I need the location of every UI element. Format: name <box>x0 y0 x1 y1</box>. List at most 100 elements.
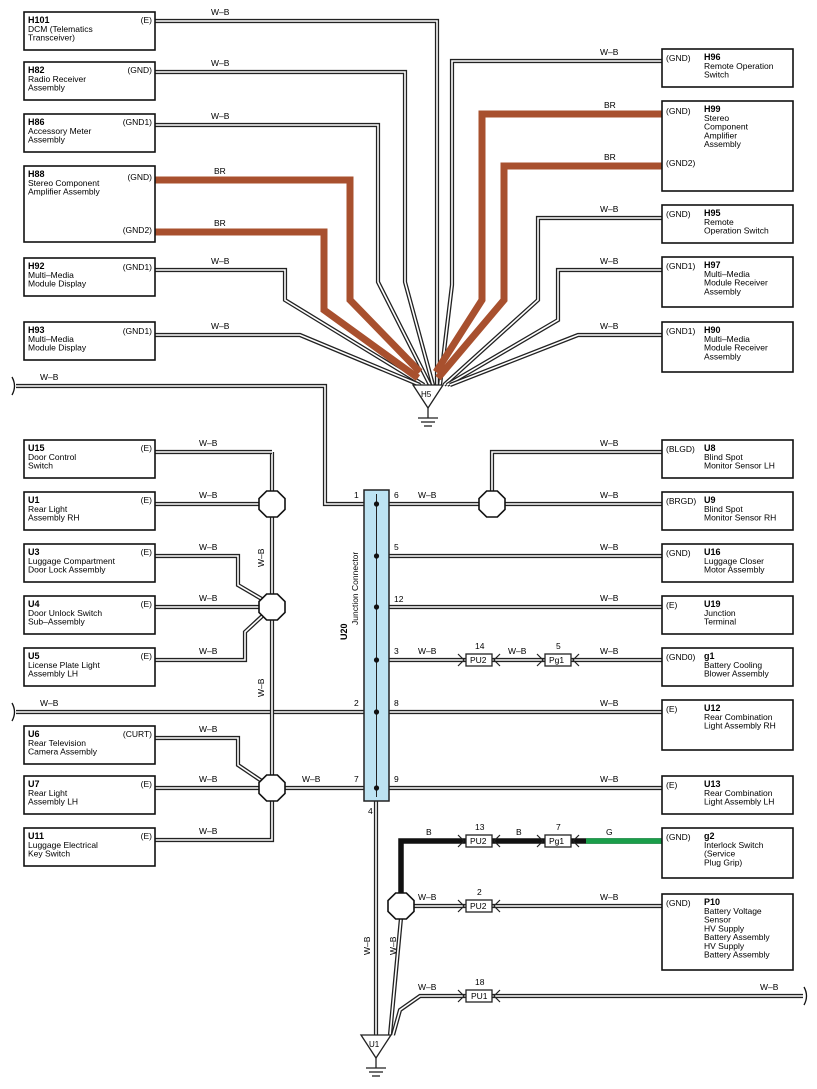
wire-h97 <box>445 267 662 387</box>
component-name-line: Blower Assembly <box>704 669 769 679</box>
component-name-line: Remote <box>704 217 734 227</box>
wire-label-wb: W–B <box>302 774 321 784</box>
wire-u5 <box>155 605 274 663</box>
component-name-line: Interlock Switch <box>704 840 764 850</box>
wire-labels: W–BW–BW–BW–BW–BW–BW–BW–BW–BW–BW–BW–BW–BW… <box>11 7 808 1006</box>
junction-dot <box>373 501 380 507</box>
component-code: U8 <box>704 443 716 453</box>
svg-text:2: 2 <box>477 887 482 897</box>
connector-pu2-14: PU2 14 <box>457 641 501 667</box>
component-code: P10 <box>704 897 720 907</box>
component-name-line: Module Display <box>28 343 87 353</box>
splice-u4 <box>258 593 286 621</box>
component-code: U9 <box>704 495 716 505</box>
wire-label-wb: W–B <box>211 58 230 68</box>
component-code: U19 <box>704 599 721 609</box>
junction-pin-9: 9 <box>394 774 399 784</box>
component-name-line: Assembly <box>704 139 742 149</box>
component-name-line: Assembly <box>28 83 66 93</box>
component-pin: (GND) <box>127 172 152 182</box>
wire-label-wb: W–B <box>40 372 59 382</box>
svg-text:PU2: PU2 <box>470 901 487 911</box>
component-code: H96 <box>704 52 721 62</box>
wire-h90 <box>449 332 662 387</box>
svg-text:Pg1: Pg1 <box>549 836 564 846</box>
component-name-line: Stereo <box>704 113 729 123</box>
component-code: H92 <box>28 261 45 271</box>
wire-br-h99-gnd <box>433 110 662 374</box>
component-name-line: Battery Assembly <box>704 932 770 942</box>
component-code: H99 <box>704 104 721 114</box>
wire-u3 <box>155 553 274 607</box>
component-name-line: Sensor <box>704 915 731 925</box>
svg-text:PU2: PU2 <box>470 836 487 846</box>
svg-text:PU1: PU1 <box>471 991 488 1001</box>
wire-label-wb: W–B <box>199 542 218 552</box>
component-name-line: Battery Voltage <box>704 906 762 916</box>
component-pin: (GND0) <box>666 652 695 662</box>
component-name-line: Door Unlock Switch <box>28 608 102 618</box>
component-code: U13 <box>704 779 721 789</box>
component-name-line: Assembly <box>704 286 742 296</box>
wire-label-b: B <box>516 827 522 837</box>
component-name-line: Multi–Media <box>704 334 750 344</box>
component-pin: (E) <box>141 779 153 789</box>
wb-wires <box>16 18 803 1036</box>
wire-h93 <box>155 332 421 387</box>
wire-label-wb: W–B <box>418 490 437 500</box>
component-name-line: Rear Combination <box>704 788 773 798</box>
splice-u9 <box>478 490 506 518</box>
component-name-line: DCM (Telematics <box>28 24 93 34</box>
wire-h82 <box>155 69 436 386</box>
wire-h95 <box>442 215 662 387</box>
junction-pin-2: 2 <box>354 698 359 708</box>
wire-h96 <box>437 58 662 386</box>
component-code: H101 <box>28 15 50 25</box>
component-code: H82 <box>28 65 45 75</box>
component-name-line: Module Receiver <box>704 278 768 288</box>
component-name-line: Multi–Media <box>704 269 750 279</box>
component-name-line: Assembly RH <box>28 513 79 523</box>
wire-label-wb: W–B <box>199 438 218 448</box>
component-code: U15 <box>28 443 45 453</box>
component-code: H90 <box>704 325 721 335</box>
wire-br-h88-gnd <box>155 176 423 375</box>
component-pin: (GND1) <box>123 117 152 127</box>
wire-h101 <box>155 18 440 385</box>
component-name-line: Amplifier Assembly <box>28 187 101 197</box>
junction-pin-1: 1 <box>354 490 359 500</box>
component-name-line: Luggage Compartment <box>28 556 116 566</box>
wire-br-h88-gnd2 <box>155 228 421 381</box>
component-pin: (E) <box>141 443 153 453</box>
component-code: H97 <box>704 260 721 270</box>
junction-pin-8: 8 <box>394 698 399 708</box>
component-pin: (E) <box>141 599 153 609</box>
component-code: g1 <box>704 651 715 661</box>
wire-break-mark <box>803 986 808 1006</box>
connector-pu1-18: PU1 18 <box>457 977 501 1003</box>
component-name-line: Luggage Electrical <box>28 840 98 850</box>
connector-pu2-2: PU2 2 <box>457 887 501 913</box>
component-pin: (GND) <box>666 898 691 908</box>
component-name-line: Motor Assembly <box>704 565 765 575</box>
wire-left-to-u20-1 <box>16 383 364 507</box>
junction-pin-6: 6 <box>394 490 399 500</box>
wire-h92 <box>155 267 426 387</box>
svg-text:Pg1: Pg1 <box>549 655 564 665</box>
junction-dot <box>373 553 380 559</box>
wire-label-wb: W–B <box>199 774 218 784</box>
wire-label-wb: W–B <box>211 7 230 17</box>
wire-label-wb: W–B <box>418 892 437 902</box>
component-name-line: Luggage Closer <box>704 556 764 566</box>
component-name-line: Accessory Meter <box>28 126 91 136</box>
junction-pin-4: 4 <box>368 806 373 816</box>
component-name-line: Light Assembly RH <box>704 721 776 731</box>
